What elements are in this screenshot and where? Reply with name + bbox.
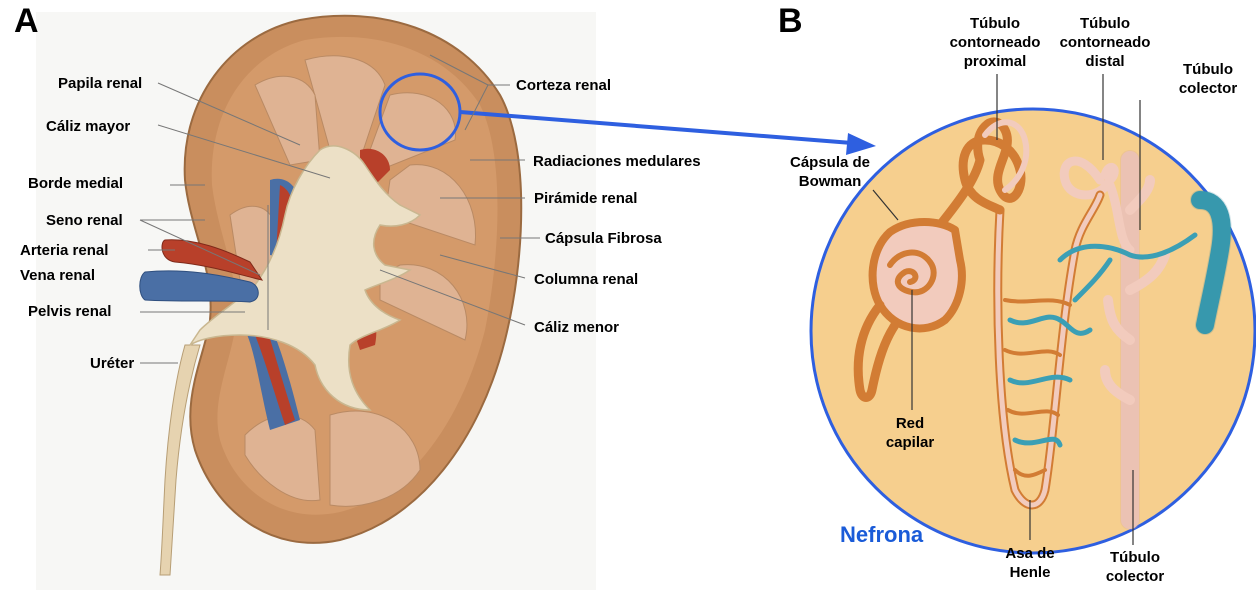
- label-pelvis-renal: Pelvis renal: [28, 302, 111, 321]
- bowman-line-2: Bowman: [770, 172, 890, 191]
- label-corteza-renal: Corteza renal: [516, 76, 611, 95]
- colector-top-line-2: colector: [1160, 79, 1256, 98]
- label-caliz-mayor: Cáliz mayor: [46, 117, 130, 136]
- label-caliz-menor: Cáliz menor: [534, 318, 619, 337]
- label-radiaciones-medulares: Radiaciones medulares: [533, 152, 701, 171]
- tcd-line-1: Túbulo: [1040, 14, 1170, 33]
- tcd-line-2: contorneado: [1040, 33, 1170, 52]
- bowman-line-1: Cápsula de: [770, 153, 890, 172]
- red-capilar-line-2: capilar: [870, 433, 950, 452]
- label-tubulo-colector-bottom: Túbulo colector: [1090, 548, 1180, 586]
- label-vena-renal: Vena renal: [20, 266, 95, 285]
- colector-bottom-line-2: colector: [1090, 567, 1180, 586]
- label-capsula-fibrosa: Cápsula Fibrosa: [545, 229, 662, 248]
- red-capilar-line-1: Red: [870, 414, 950, 433]
- label-borde-medial: Borde medial: [28, 174, 123, 193]
- panel-b-letter: B: [778, 2, 803, 41]
- colector-bottom-line-1: Túbulo: [1090, 548, 1180, 567]
- label-tubulo-contorneado-distal: Túbulo contorneado distal: [1040, 14, 1170, 71]
- label-seno-renal: Seno renal: [46, 211, 123, 230]
- label-red-capilar: Red capilar: [870, 414, 950, 452]
- colector-top-line-1: Túbulo: [1160, 60, 1256, 79]
- label-piramide-renal: Pirámide renal: [534, 189, 637, 208]
- label-arteria-renal: Arteria renal: [20, 241, 108, 260]
- label-columna-renal: Columna renal: [534, 270, 638, 289]
- label-ureter: Uréter: [90, 354, 134, 373]
- henle-line-1: Asa de: [990, 544, 1070, 563]
- zoom-arrow-head: [846, 133, 876, 155]
- tcd-line-3: distal: [1040, 52, 1170, 71]
- label-papila-renal: Papila renal: [58, 74, 142, 93]
- label-capsula-de-bowman: Cápsula de Bowman: [770, 153, 890, 191]
- label-tubulo-colector-top: Túbulo colector: [1160, 60, 1256, 98]
- nephron-title: Nefrona: [840, 522, 923, 548]
- label-asa-de-henle: Asa de Henle: [990, 544, 1070, 582]
- panel-a-letter: A: [14, 2, 39, 41]
- henle-line-2: Henle: [990, 563, 1070, 582]
